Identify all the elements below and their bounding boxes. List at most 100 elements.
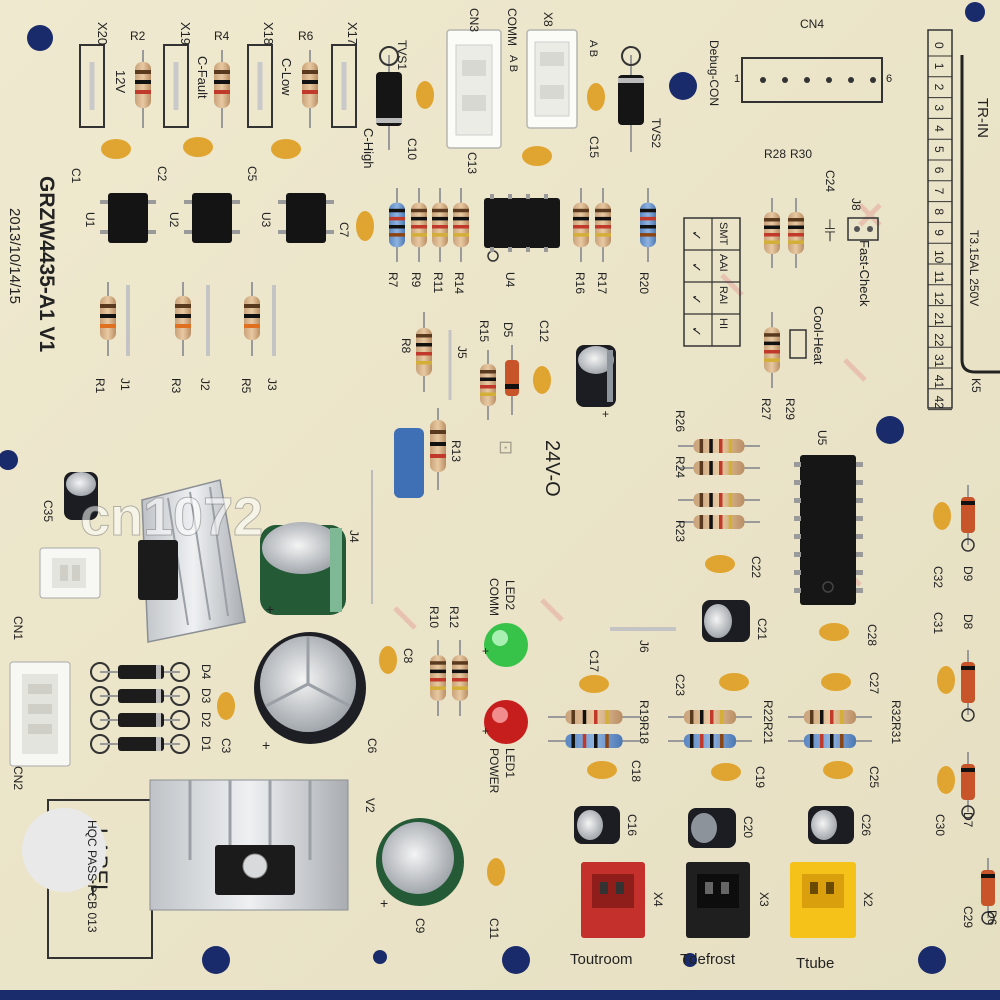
label-tr-in: TR-IN bbox=[974, 98, 991, 138]
svg-text:R17: R17 bbox=[595, 272, 609, 294]
terminal-number: 8 bbox=[932, 208, 946, 215]
svg-text:C17: C17 bbox=[587, 650, 601, 672]
svg-text:X19: X19 bbox=[178, 22, 193, 45]
svg-text:A B: A B bbox=[587, 40, 599, 57]
svg-text:U4: U4 bbox=[503, 272, 517, 288]
polarity-plus: + bbox=[482, 724, 489, 738]
svg-text:R24: R24 bbox=[673, 456, 687, 478]
diode bbox=[90, 734, 190, 754]
svg-text:C35: C35 bbox=[41, 500, 55, 522]
svg-text:C1: C1 bbox=[69, 168, 83, 184]
electrolytic-capacitor bbox=[808, 806, 854, 844]
ceramic-capacitor bbox=[522, 146, 552, 166]
connector-x17: X17 bbox=[331, 22, 360, 128]
terminal-number: 11 bbox=[932, 271, 946, 284]
svg-text:C15: C15 bbox=[587, 136, 601, 158]
svg-text:R3: R3 bbox=[169, 378, 183, 394]
svg-text:TVS2: TVS2 bbox=[649, 118, 663, 148]
svg-text:R31: R31 bbox=[889, 722, 903, 744]
svg-text:CN3: CN3 bbox=[467, 8, 481, 32]
svg-text:LED2: LED2 bbox=[503, 580, 517, 610]
svg-text:⊡: ⊡ bbox=[496, 440, 516, 455]
heatsink-v2 bbox=[149, 779, 349, 911]
resistor bbox=[432, 188, 448, 262]
ic-u4 bbox=[484, 194, 560, 262]
label-c-high: C-High bbox=[361, 128, 376, 168]
svg-text:R22: R22 bbox=[761, 700, 775, 722]
connector-x18: X18 bbox=[247, 22, 276, 128]
ceramic-capacitor bbox=[101, 137, 301, 159]
svg-text:C27: C27 bbox=[867, 672, 881, 694]
svg-text:U3: U3 bbox=[259, 212, 273, 228]
svg-text:LED1: LED1 bbox=[503, 748, 517, 778]
label-ttube: Ttube bbox=[796, 955, 834, 972]
svg-text:C2: C2 bbox=[155, 166, 169, 182]
mounting-hole bbox=[27, 25, 53, 51]
watermark: cn1072 bbox=[80, 487, 263, 547]
electrolytic-capacitor bbox=[260, 522, 346, 615]
electrolytic-capacitor bbox=[574, 806, 620, 844]
terminal-number: 3 bbox=[932, 104, 946, 111]
svg-text:D3: D3 bbox=[199, 688, 213, 704]
svg-text:R2: R2 bbox=[130, 29, 146, 43]
svg-text:C25: C25 bbox=[867, 766, 881, 788]
ceramic-capacitor bbox=[705, 555, 735, 573]
svg-text:J3: J3 bbox=[265, 378, 279, 391]
terminal-number: 31 bbox=[932, 354, 946, 368]
mounting-hole bbox=[669, 72, 697, 100]
svg-text:D6: D6 bbox=[985, 910, 999, 926]
film-capacitor bbox=[394, 428, 424, 498]
ceramic-capacitor bbox=[587, 83, 605, 111]
diode-d5 bbox=[505, 345, 519, 415]
terminal-number: 9 bbox=[932, 229, 946, 236]
resistor bbox=[244, 282, 260, 356]
svg-text:R10: R10 bbox=[427, 606, 441, 628]
svg-text:R12: R12 bbox=[447, 606, 461, 628]
rating-label: 24V-O bbox=[541, 440, 563, 497]
connector-cn3 bbox=[446, 29, 502, 149]
svg-text:X2: X2 bbox=[861, 892, 875, 907]
svg-text:C18: C18 bbox=[629, 760, 643, 782]
resistor bbox=[788, 710, 872, 724]
svg-text:X20: X20 bbox=[95, 22, 110, 45]
svg-text:C16: C16 bbox=[625, 814, 639, 836]
svg-text:RAI: RAI bbox=[717, 286, 729, 304]
label-cool-heat: Cool-Heat bbox=[811, 306, 826, 365]
svg-text:C11: C11 bbox=[487, 918, 501, 939]
mounting-hole bbox=[876, 416, 904, 444]
terminal-number: 1 bbox=[932, 63, 946, 70]
label-tdefrost: Tdefrost bbox=[680, 951, 736, 968]
svg-text:R32: R32 bbox=[889, 700, 903, 722]
svg-text:J4: J4 bbox=[347, 530, 361, 543]
ceramic-capacitor bbox=[217, 692, 235, 720]
ceramic-capacitor bbox=[356, 211, 374, 241]
resistor bbox=[480, 350, 496, 420]
svg-text:✓: ✓ bbox=[689, 262, 704, 273]
resistor bbox=[548, 734, 640, 748]
svg-text:R16: R16 bbox=[573, 272, 587, 294]
svg-text:C9: C9 bbox=[413, 918, 427, 934]
svg-text:U2: U2 bbox=[167, 212, 181, 228]
ceramic-capacitor bbox=[933, 502, 951, 530]
svg-text:D9: D9 bbox=[961, 566, 975, 582]
svg-text:J5: J5 bbox=[455, 346, 469, 359]
connector-x19: X19 bbox=[163, 22, 193, 128]
svg-text:D5: D5 bbox=[501, 322, 515, 338]
led-comm-green bbox=[484, 623, 528, 667]
svg-text:D7: D7 bbox=[961, 812, 975, 828]
svg-text:X3: X3 bbox=[757, 892, 771, 907]
svg-text:D8: D8 bbox=[961, 614, 975, 630]
resistor bbox=[788, 734, 872, 748]
diode bbox=[961, 485, 975, 552]
terminal-number: 5 bbox=[932, 146, 946, 153]
terminal-number: 6 bbox=[932, 167, 946, 174]
resistor bbox=[678, 515, 760, 529]
svg-text:R6: R6 bbox=[298, 29, 314, 43]
resistor bbox=[453, 188, 469, 262]
svg-text:R20: R20 bbox=[637, 272, 651, 294]
board-date: 2013/10/14/15 bbox=[6, 208, 23, 304]
svg-text:J8: J8 bbox=[849, 198, 863, 211]
svg-text:R13: R13 bbox=[449, 440, 463, 462]
config-table: SMT AAI RAI HI ✓ ✓ ✓ ✓ bbox=[683, 217, 741, 347]
